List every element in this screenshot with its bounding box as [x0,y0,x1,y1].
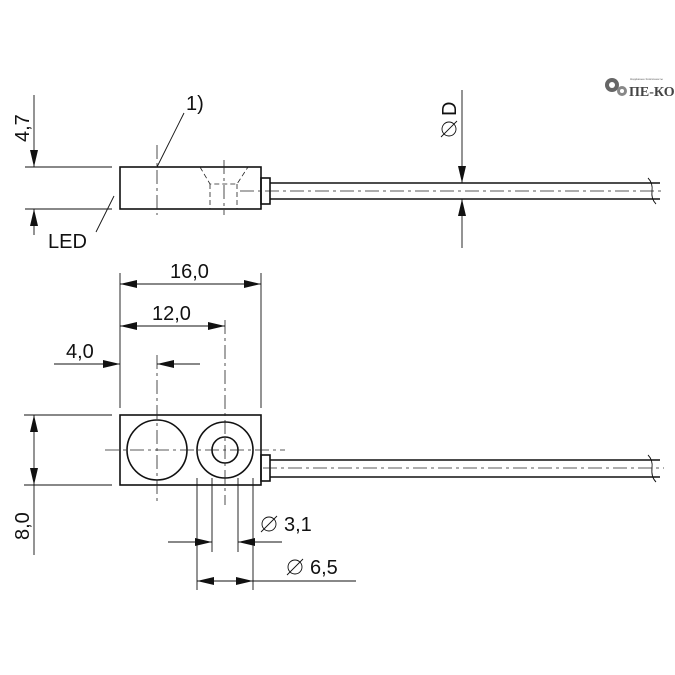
cable-break-side [647,177,657,205]
dim-width: 8,0 [12,512,34,540]
dim-cable-diameter: D [439,102,461,116]
sensor-body-side [119,166,262,210]
led-leader [95,195,115,233]
top-view: 16,0 12,0 4,0 8,0 3,1 [12,261,664,590]
logo-text: ПЕ-КО [629,85,675,100]
note-leader [156,112,185,168]
side-view: 4,7 1) LED D [12,90,664,253]
dim-hole-large: 6,5 [310,557,338,579]
company-logo: Надёжные Компоненты ПЕ-КО [605,77,675,100]
dim-length-12: 12,0 [152,303,191,325]
note-label: 1) [186,93,204,115]
logo-tagline: Надёжные Компоненты [630,77,663,81]
diameter-icon [440,120,458,138]
diameter-icon [260,515,278,533]
dim-length-4: 4,0 [66,341,94,363]
diameter-icon [286,558,304,576]
gear-icon [605,78,627,96]
dim-height: 4,7 [12,114,34,142]
dim-hole-small: 3,1 [284,514,312,536]
dim-length-16: 16,0 [170,261,209,283]
led-label: LED [48,231,87,253]
hidden-countersink [199,166,249,185]
cable-break-top [647,454,657,483]
